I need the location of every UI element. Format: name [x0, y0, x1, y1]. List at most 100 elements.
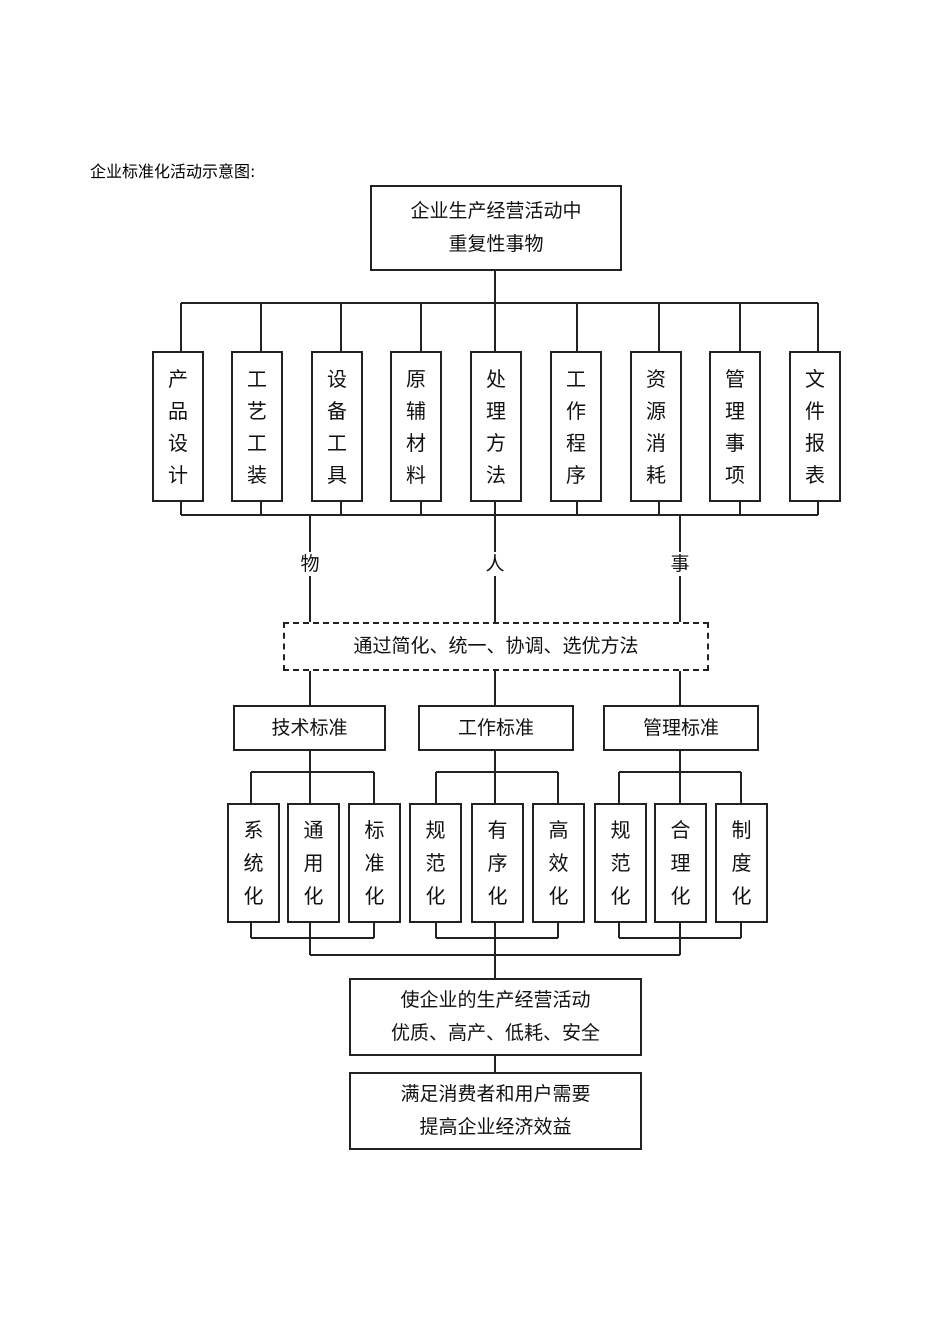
category-char: 工	[566, 366, 586, 391]
category-char: 品	[168, 398, 188, 423]
category-char: 料	[406, 462, 426, 487]
standard-item-char: 理	[670, 850, 691, 875]
standard-item-box: 规范化	[409, 803, 462, 923]
standard-name: 技术标准	[271, 716, 348, 739]
standard-item-char: 化	[243, 883, 264, 908]
category-box: 文件报表	[789, 351, 841, 502]
standard-name: 管理标准	[642, 716, 719, 739]
standard-item-char: 化	[364, 883, 385, 908]
result-text-quality: 使企业的生产经营活动 优质、高产、低耗、安全	[390, 989, 600, 1044]
standard-item-box: 有序化	[471, 803, 524, 923]
category-char: 具	[327, 462, 347, 487]
standard-box-tech: 技术标准	[233, 705, 386, 751]
category-char: 备	[327, 398, 347, 423]
standard-item-box: 通用化	[287, 803, 340, 923]
standard-item-box: 规范化	[594, 803, 647, 923]
category-box: 产品设计	[152, 351, 204, 502]
standard-item-char: 范	[425, 850, 446, 875]
category-char: 理	[725, 398, 745, 423]
standard-item-char: 化	[610, 883, 631, 908]
category-char: 方	[486, 430, 506, 455]
standard-item-char: 制	[731, 817, 752, 842]
top-box: 企业生产经营活动中 重复性事物	[370, 185, 622, 271]
standard-item-char: 有	[487, 817, 508, 842]
category-char: 理	[486, 398, 506, 423]
category-char: 件	[805, 398, 825, 423]
standard-item-char: 化	[303, 883, 324, 908]
standard-item-char: 标	[364, 817, 385, 842]
category-char: 装	[247, 462, 267, 487]
category-box: 原辅材料	[390, 351, 442, 502]
category-char: 材	[406, 430, 426, 455]
category-char: 源	[646, 398, 666, 423]
method-text: 通过简化、统一、协调、选优方法	[353, 635, 639, 657]
category-char: 事	[725, 430, 745, 455]
category-char: 工	[247, 366, 267, 391]
standard-item-box: 合理化	[654, 803, 707, 923]
standard-item-box: 标准化	[348, 803, 401, 923]
standard-item-char: 序	[487, 850, 508, 875]
category-char: 项	[725, 462, 745, 487]
standard-item-char: 化	[548, 883, 569, 908]
standard-item-box: 高效化	[532, 803, 585, 923]
group-label-shi: 事	[665, 552, 695, 576]
result-text-benefit: 满足消费者和用户需要 提高企业经济效益	[400, 1083, 591, 1138]
category-box: 工艺工装	[231, 351, 283, 502]
standard-box-work: 工作标准	[418, 705, 574, 751]
diagram-caption: 企业标准化活动示意图:	[90, 162, 256, 181]
standard-item-char: 规	[425, 817, 446, 842]
category-char: 资	[646, 366, 666, 391]
category-char: 报	[805, 430, 825, 455]
standard-item-char: 化	[425, 883, 446, 908]
result-box-quality: 使企业的生产经营活动 优质、高产、低耗、安全	[349, 978, 642, 1056]
category-char: 处	[486, 366, 506, 391]
category-char: 艺	[247, 398, 267, 423]
category-char: 管	[725, 366, 745, 391]
group-label-ren: 人	[480, 552, 510, 576]
standard-item-box: 系统化	[227, 803, 280, 923]
category-char: 序	[566, 462, 586, 487]
category-char: 辅	[406, 398, 426, 423]
standard-item-char: 合	[670, 817, 691, 842]
standard-item-char: 化	[731, 883, 752, 908]
standard-name: 工作标准	[457, 716, 534, 739]
category-char: 文	[805, 366, 825, 391]
category-char: 消	[646, 430, 666, 455]
standard-item-char: 准	[364, 850, 385, 875]
category-char: 原	[406, 366, 426, 391]
standard-item-char: 度	[731, 850, 752, 875]
category-char: 设	[168, 430, 188, 455]
category-box: 工作程序	[550, 351, 602, 502]
standard-item-char: 统	[243, 850, 264, 875]
category-char: 工	[327, 430, 347, 455]
category-box: 设备工具	[311, 351, 363, 502]
standard-item-char: 系	[243, 817, 264, 842]
standard-item-char: 高	[548, 817, 569, 842]
standard-box-mgmt: 管理标准	[603, 705, 759, 751]
standard-item-char: 通	[303, 817, 324, 842]
top-box-text: 企业生产经营活动中 重复性事物	[410, 200, 582, 255]
category-box: 资源消耗	[630, 351, 682, 502]
category-char: 产	[168, 366, 188, 391]
standard-item-box: 制度化	[715, 803, 768, 923]
standard-item-char: 规	[610, 817, 631, 842]
category-char: 表	[805, 462, 825, 487]
category-char: 程	[566, 430, 586, 455]
category-box: 处理方法	[470, 351, 522, 502]
standard-item-char: 化	[670, 883, 691, 908]
category-char: 设	[327, 366, 347, 391]
method-box: 通过简化、统一、协调、选优方法	[283, 622, 709, 671]
standard-item-char: 用	[303, 850, 324, 875]
standard-item-char: 效	[548, 850, 569, 875]
category-char: 工	[247, 430, 267, 455]
result-box-benefit: 满足消费者和用户需要 提高企业经济效益	[349, 1072, 642, 1150]
category-char: 耗	[646, 462, 666, 487]
group-label-wu: 物	[295, 552, 325, 576]
standard-item-char: 化	[487, 883, 508, 908]
category-box: 管理事项	[709, 351, 761, 502]
category-char: 作	[566, 398, 586, 423]
standard-item-char: 范	[610, 850, 631, 875]
category-char: 计	[168, 462, 188, 487]
category-char: 法	[486, 462, 506, 487]
